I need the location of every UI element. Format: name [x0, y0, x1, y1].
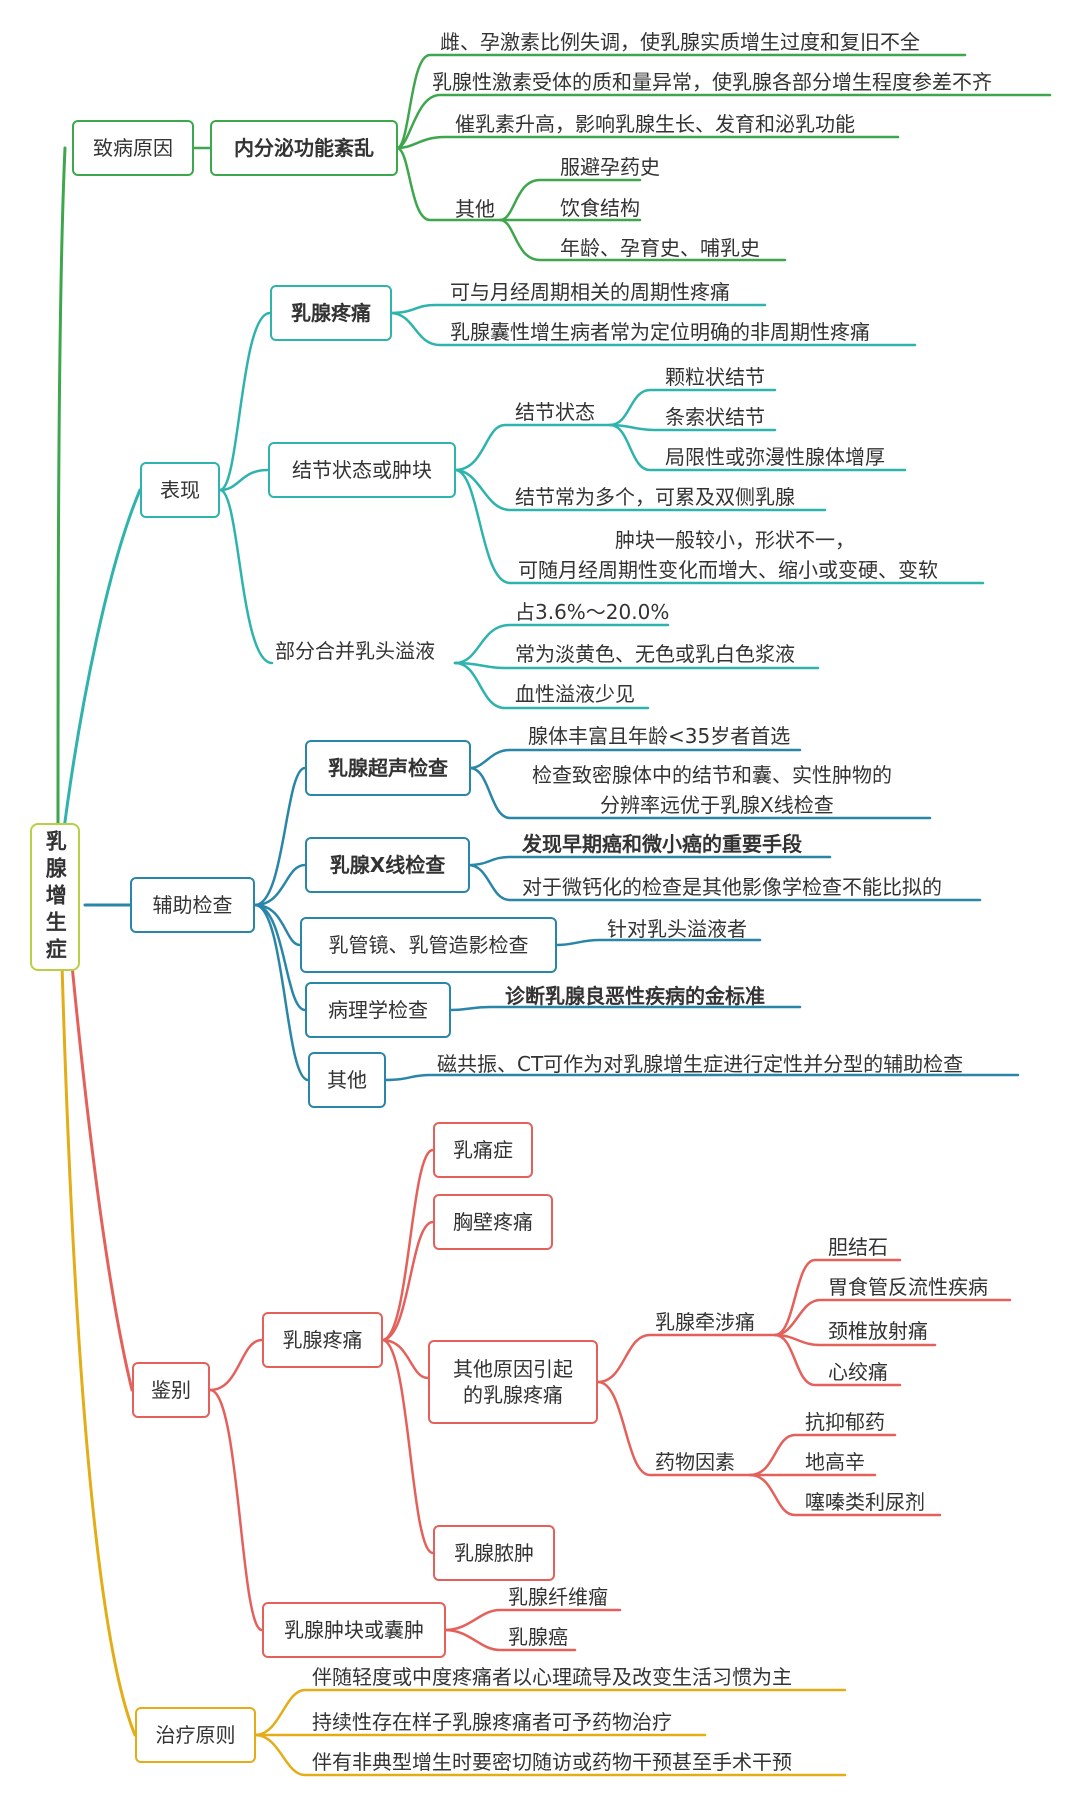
referred-item-1: 胆结石	[828, 1235, 888, 1259]
symptom-label: 表现	[160, 478, 200, 502]
diff-pain-label: 乳腺疼痛	[282, 1328, 363, 1352]
diff-pain-node: 乳腺疼痛	[262, 1312, 383, 1368]
referred-item-2: 胃食管反流性疾病	[828, 1275, 988, 1299]
nodule-mass-line2: 可随月经周期性变化而增大、缩小或变硬、变软	[518, 558, 938, 582]
symptom-pain-item-1: 可与月经周期相关的周期性疼痛	[450, 280, 730, 304]
diff-chestwall-node: 胸壁疼痛	[433, 1194, 553, 1250]
exam-node: 辅助检查	[130, 877, 255, 933]
diff-chestwall-label: 胸壁疼痛	[453, 1210, 533, 1234]
discharge-item-3: 血性溢液少见	[515, 682, 635, 706]
diff-node: 鉴别	[132, 1362, 210, 1418]
ultrasound-item-2-line2: 分辨率远优于乳腺X线检查	[600, 793, 834, 817]
exam-other-node: 其他	[308, 1052, 386, 1108]
cause-other-item-2: 饮食结构	[560, 196, 640, 220]
nodule-state-item-3: 局限性或弥漫性腺体增厚	[665, 445, 885, 469]
treat-node: 治疗原则	[135, 1707, 256, 1763]
exam-label: 辅助检查	[152, 893, 233, 917]
diff-abscess-node: 乳腺脓肿	[433, 1525, 555, 1581]
referred-item-3: 颈椎放射痛	[828, 1319, 928, 1343]
nodule-mass-line1: 肿块一般较小，形状不一，	[615, 528, 855, 552]
exam-xray-node: 乳腺X线检查	[305, 837, 470, 893]
diff-other-label-line1: 其他原因引起	[453, 1357, 573, 1381]
exam-other-label: 其他	[327, 1068, 367, 1092]
exam-patho-label: 病理学检查	[328, 998, 428, 1022]
treat-item-1: 伴随轻度或中度疼痛者以心理疏导及改变生活习惯为主	[312, 1665, 792, 1689]
exam-xray-label: 乳腺X线检查	[329, 853, 446, 877]
diff-abscess-label: 乳腺脓肿	[454, 1541, 534, 1565]
root-label: 乳腺增生症	[43, 829, 68, 965]
nodule-state-item-1: 颗粒状结节	[665, 365, 765, 389]
mass-item-2: 乳腺癌	[508, 1625, 568, 1649]
drug-factor-label: 药物因素	[655, 1450, 735, 1474]
diff-mass-node: 乳腺肿块或囊肿	[262, 1602, 446, 1658]
nodule-state-item-2: 条索状结节	[665, 405, 765, 429]
root-topic: 乳腺增生症	[30, 823, 80, 971]
endocrine-node: 内分泌功能紊乱	[210, 120, 398, 176]
nodule-state-label: 结节状态	[515, 400, 595, 424]
exam-duct-label: 乳管镜、乳管造影检查	[328, 933, 529, 957]
diff-mastalgia-label: 乳痛症	[453, 1138, 513, 1162]
cause-item-2: 乳腺性激素受体的质和量异常，使乳腺各部分增生程度参差不齐	[432, 70, 992, 94]
diff-mastalgia-node: 乳痛症	[433, 1122, 533, 1178]
ultrasound-item-1: 腺体丰富且年龄<35岁者首选	[528, 724, 791, 748]
discharge-item-2: 常为淡黄色、无色或乳白色浆液	[515, 642, 795, 666]
exam-patho-node: 病理学检查	[305, 982, 451, 1038]
referred-item-4: 心绞痛	[828, 1360, 888, 1384]
exam-ultrasound-label: 乳腺超声检查	[328, 756, 448, 780]
xray-item-1: 发现早期癌和微小癌的重要手段	[522, 832, 802, 856]
cause-item-1: 雌、孕激素比例失调，使乳腺实质增生过度和复旧不全	[440, 30, 920, 54]
mass-item-1: 乳腺纤维瘤	[508, 1585, 608, 1609]
exam-other-item: 磁共振、CT可作为对乳腺增生症进行定性并分型的辅助检查	[437, 1052, 964, 1076]
endocrine-label: 内分泌功能紊乱	[234, 136, 374, 160]
discharge-item-1: 占3.6%～20.0%	[515, 600, 670, 624]
cause-other-label: 其他	[455, 197, 495, 221]
diff-label: 鉴别	[151, 1378, 191, 1402]
symptom-pain-item-2: 乳腺囊性增生病者常为定位明确的非周期性疼痛	[450, 320, 870, 344]
cause-other-item-3: 年龄、孕育史、哺乳史	[560, 236, 760, 260]
xray-item-2: 对于微钙化的检查是其他影像学检查不能比拟的	[522, 875, 942, 899]
treat-label: 治疗原则	[155, 1723, 236, 1747]
cause-label: 致病原因	[93, 136, 173, 160]
cause-item-3: 催乳素升高，影响乳腺生长、发育和泌乳功能	[455, 112, 855, 136]
symptom-nodule-label: 结节状态或肿块	[292, 458, 432, 482]
treat-item-3: 伴有非典型增生时要密切随访或药物干预甚至手术干预	[312, 1750, 792, 1774]
symptom-pain-label: 乳腺疼痛	[291, 301, 371, 325]
exam-duct-node: 乳管镜、乳管造影检查	[300, 917, 557, 973]
symptom-node: 表现	[140, 462, 220, 518]
diff-mass-label: 乳腺肿块或囊肿	[284, 1618, 424, 1642]
drug-item-3: 噻嗪类利尿剂	[805, 1490, 925, 1514]
drug-item-2: 地高辛	[805, 1450, 865, 1474]
referred-pain-label: 乳腺牵涉痛	[655, 1310, 755, 1334]
nodule-multi: 结节常为多个，可累及双侧乳腺	[515, 485, 795, 509]
diff-other-node: 其他原因引起 的乳腺疼痛	[428, 1340, 598, 1424]
cause-other-item-1: 服避孕药史	[560, 155, 660, 179]
symptom-discharge-label: 部分合并乳头溢液	[275, 639, 435, 663]
ultrasound-item-2-line1: 检查致密腺体中的结节和囊、实性肿物的	[532, 763, 892, 787]
treat-item-2: 持续性存在样子乳腺疼痛者可予药物治疗	[312, 1710, 672, 1734]
patho-item: 诊断乳腺良恶性疾病的金标准	[505, 984, 765, 1008]
exam-ultrasound-node: 乳腺超声检查	[305, 740, 471, 796]
duct-item: 针对乳头溢液者	[607, 917, 747, 941]
drug-item-1: 抗抑郁药	[805, 1410, 885, 1434]
cause-node: 致病原因	[72, 120, 194, 176]
symptom-nodule-node: 结节状态或肿块	[268, 442, 456, 498]
diff-other-label-line2: 的乳腺疼痛	[463, 1383, 563, 1407]
symptom-pain-node: 乳腺疼痛	[270, 285, 392, 341]
